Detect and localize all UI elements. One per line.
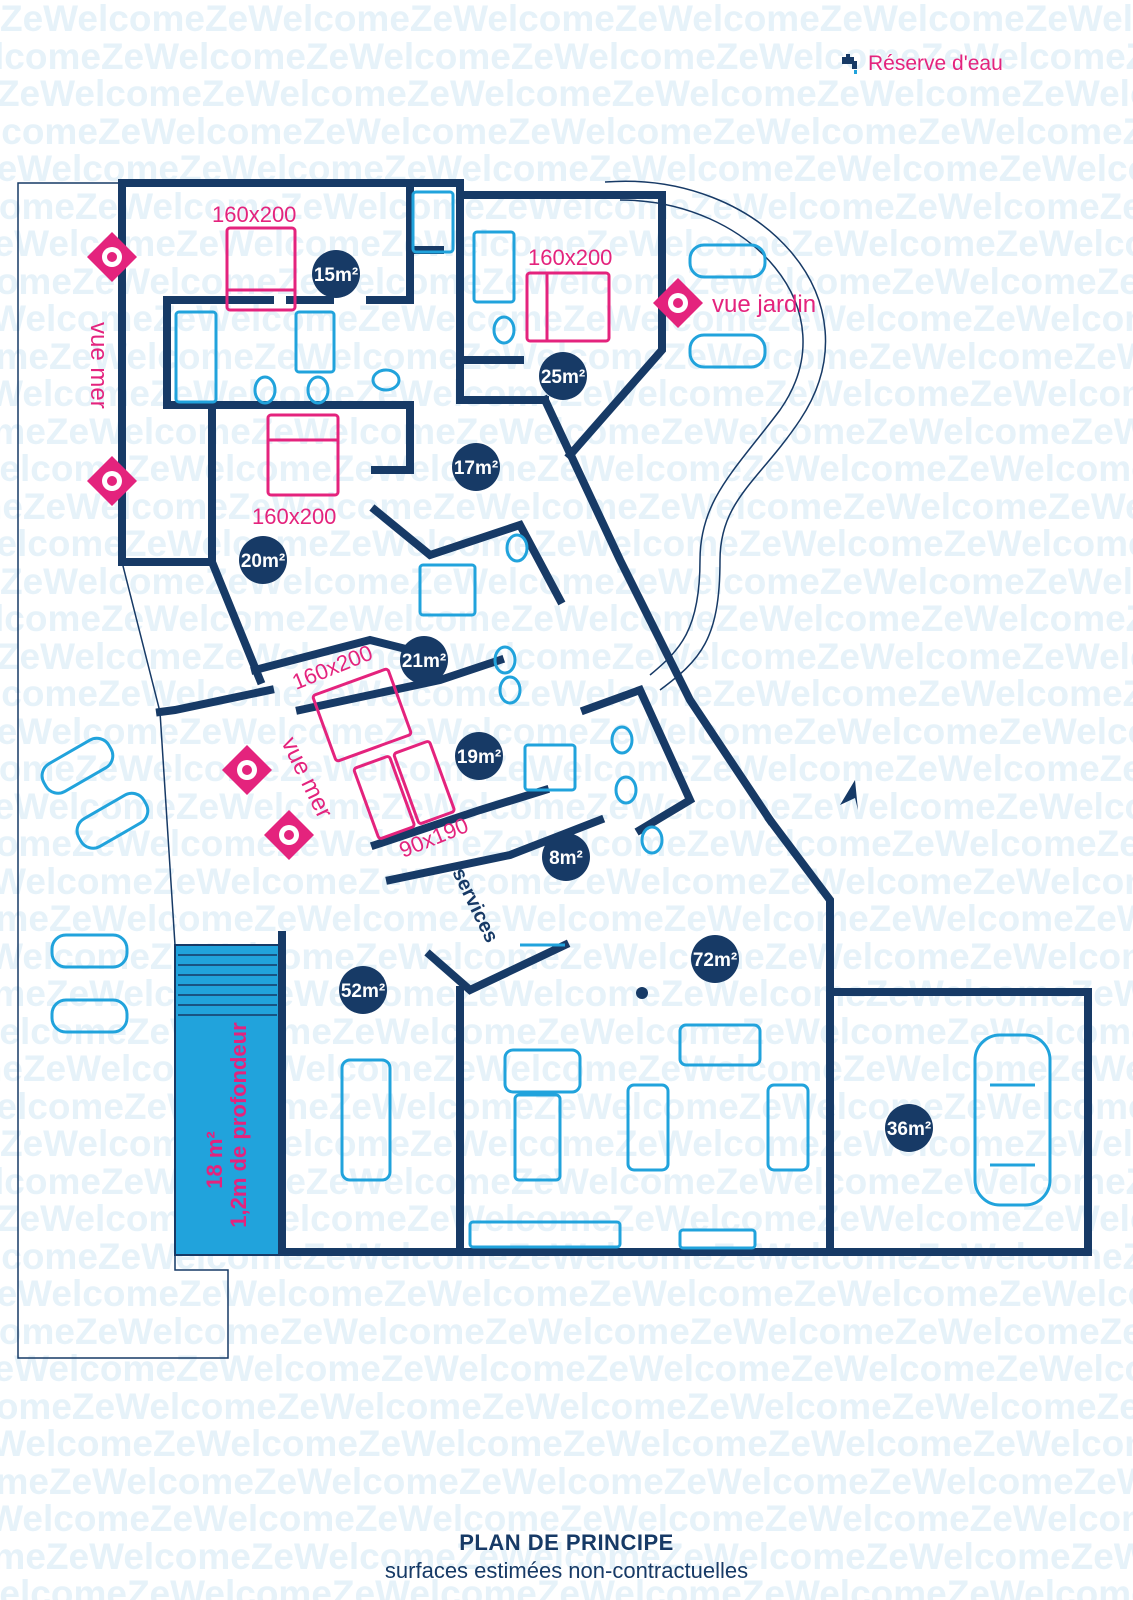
- services-label: services: [448, 865, 503, 947]
- eye-icon: [653, 278, 703, 328]
- svg-text:8m²: 8m²: [549, 848, 583, 869]
- bed-size-label: 160x200: [252, 504, 336, 529]
- svg-text:15m²: 15m²: [314, 265, 358, 286]
- view-label-sea-left: vue mer: [85, 322, 112, 409]
- room-badge: 17m²: [452, 443, 500, 491]
- svg-text:21m²: 21m²: [402, 651, 446, 672]
- eye-icon: [87, 456, 137, 506]
- driveway-curve: [604, 180, 827, 691]
- svg-text:52m²: 52m²: [341, 981, 385, 1002]
- north-arrow-icon: [840, 780, 858, 810]
- svg-text:17m²: 17m²: [454, 458, 498, 479]
- room-badge: 15m²: [312, 250, 360, 298]
- room-badge: 25m²: [539, 352, 587, 400]
- room-badge: 20m²: [239, 536, 287, 584]
- eye-icons: [87, 232, 703, 860]
- pool: [174, 944, 281, 1256]
- plan-title: PLAN DE PRINCIPE: [459, 1530, 674, 1555]
- view-label-sea-center: vue mer: [276, 733, 338, 823]
- footer: PLAN DE PRINCIPE surfaces estimées non-c…: [0, 1530, 1133, 1584]
- svg-text:36m²: 36m²: [887, 1119, 931, 1140]
- room-badge: 19m²: [455, 732, 503, 780]
- svg-text:25m²: 25m²: [541, 367, 585, 388]
- eye-icon: [222, 745, 272, 795]
- room-badge: 36m²: [885, 1104, 933, 1152]
- pool-area-label: 18 m²: [202, 1131, 227, 1188]
- room-badge: 8m²: [542, 833, 590, 881]
- room-badges: 15m² 25m² 17m² 20m² 21m² 19m² 8m² 72m² 5…: [239, 250, 933, 1152]
- room-badge: 21m²: [400, 636, 448, 684]
- water-reserve-note: Réserve d'eau: [840, 52, 1003, 76]
- room-badge: 52m²: [339, 966, 387, 1014]
- view-label-garden: vue jardin: [712, 291, 816, 318]
- svg-text:20m²: 20m²: [241, 551, 285, 572]
- pool-depth-label: 1,2m de profondeur: [226, 1022, 251, 1228]
- bed-size-label: 160x200: [528, 245, 612, 270]
- eye-icon: [87, 232, 137, 282]
- view-labels: vue mer vue mer vue jardin: [85, 291, 816, 823]
- svg-text:19m²: 19m²: [457, 747, 501, 768]
- svg-text:72m²: 72m²: [693, 950, 737, 971]
- beds: [225, 226, 611, 840]
- faucet-icon: [842, 54, 857, 74]
- plan-subtitle: surfaces estimées non-contractuelles: [384, 1558, 749, 1583]
- center-dot: [636, 987, 648, 999]
- water-reserve-label: Réserve d'eau: [868, 52, 1003, 75]
- bed-size-label: 160x200: [212, 202, 296, 227]
- fixtures: [40, 190, 1052, 1250]
- eye-icon: [264, 810, 314, 860]
- room-badge: 72m²: [691, 935, 739, 983]
- walls: [118, 179, 1092, 1256]
